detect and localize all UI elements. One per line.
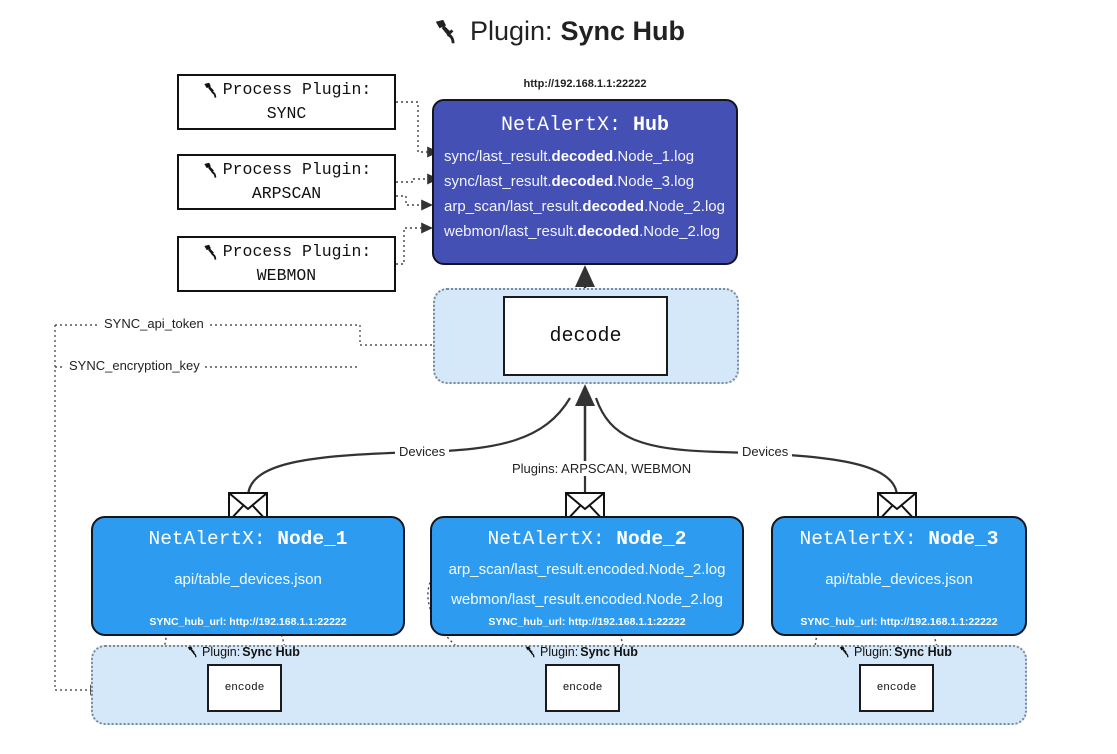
hub-log-line: sync/last_result.decoded.Node_3.log: [444, 172, 695, 190]
process-plugin-label: Process Plugin:: [222, 80, 372, 100]
node-line: api/table_devices.json: [174, 571, 322, 588]
node-title: NetAlertX: Node_1: [148, 528, 348, 550]
title-name: Sync Hub: [560, 16, 686, 46]
encoder-caption-node-1: Plugin: Sync Hub: [186, 645, 300, 659]
node-line: webmon/last_result.encoded.Node_2.log: [451, 591, 723, 608]
process-plugin-name: SYNC: [266, 104, 307, 123]
hub-url-label: http://192.168.1.1:22222: [523, 78, 647, 90]
plug-icon: [524, 645, 538, 659]
title-prefix: Plugin:: [469, 16, 553, 46]
process-plugin-box-arpscan[interactable]: Process Plugin: ARPSCAN: [177, 154, 396, 210]
encoder-caption-node-3: Plugin: Sync Hub: [838, 645, 952, 659]
process-plugin-label: Process Plugin:: [222, 160, 372, 180]
node-footer: SYNC_hub_url: http://192.168.1.1:22222: [800, 616, 998, 628]
encoder-caption-node-2: Plugin: Sync Hub: [524, 645, 638, 659]
process-plugin-name: WEBMON: [256, 266, 317, 285]
plug-icon: [432, 17, 462, 47]
page-title: Plugin: Sync Hub: [0, 16, 1117, 47]
hub-node[interactable]: NetAlertX: Hub sync/last_result.decoded.…: [432, 99, 738, 265]
node-line: arp_scan/last_result.encoded.Node_2.log: [448, 561, 726, 578]
edge-label-plugins-center: Plugins: ARPSCAN, WEBMON: [508, 461, 696, 476]
node-footer: SYNC_hub_url: http://192.168.1.1:22222: [488, 616, 686, 628]
secret-label-api-token: SYNC_api_token: [100, 316, 208, 331]
decode-box[interactable]: decode: [503, 296, 668, 376]
encoder-caption-prefix: Plugin:: [202, 645, 241, 659]
node-card-node-3[interactable]: NetAlertX: Node_3 api/table_devices.json…: [771, 516, 1027, 636]
hub-title: NetAlertX: Hub: [444, 114, 726, 137]
hub-log-line: sync/last_result.decoded.Node_1.log: [444, 148, 695, 165]
plug-icon: [202, 243, 221, 262]
edge-label-devices-right: Devices: [738, 444, 793, 459]
encoder-caption-name: Sync Hub: [894, 645, 952, 659]
node-title: NetAlertX: Node_3: [799, 528, 999, 550]
node-title: NetAlertX: Node_2: [487, 528, 687, 550]
encoder-caption-prefix: Plugin:: [854, 645, 893, 659]
process-plugin-box-webmon[interactable]: Process Plugin: WEBMON: [177, 236, 396, 292]
node-card-node-2[interactable]: NetAlertX: Node_2 arp_scan/last_result.e…: [430, 516, 744, 636]
plug-icon: [186, 645, 200, 659]
hub-log-line: webmon/last_result.decoded.Node_2.log: [444, 222, 720, 240]
plug-icon: [202, 161, 221, 180]
encode-box-node-2[interactable]: encode: [545, 664, 620, 712]
hub-title-name: Hub: [633, 114, 670, 137]
secret-label-encryption-key: SYNC_encryption_key: [65, 358, 204, 373]
node-footer: SYNC_hub_url: http://192.168.1.1:22222: [149, 616, 347, 628]
encode-box-node-3[interactable]: encode: [859, 664, 934, 712]
encoder-caption-name: Sync Hub: [580, 645, 638, 659]
encoder-caption-prefix: Plugin:: [540, 645, 579, 659]
process-plugin-box-sync[interactable]: Process Plugin: SYNC: [177, 74, 396, 130]
process-plugin-label: Process Plugin:: [222, 242, 372, 262]
plug-icon: [838, 645, 852, 659]
process-plugin-name: ARPSCAN: [251, 184, 322, 203]
hub-log-line: arp_scan/last_result.decoded.Node_2.log: [444, 197, 725, 215]
plug-icon: [202, 81, 221, 100]
hub-title-prefix: NetAlertX:: [500, 114, 633, 137]
encode-box-node-1[interactable]: encode: [207, 664, 282, 712]
node-card-node-1[interactable]: NetAlertX: Node_1 api/table_devices.json…: [91, 516, 405, 636]
encoder-caption-name: Sync Hub: [242, 645, 300, 659]
node-line: api/table_devices.json: [825, 571, 973, 588]
edge-label-devices-left: Devices: [395, 444, 450, 459]
